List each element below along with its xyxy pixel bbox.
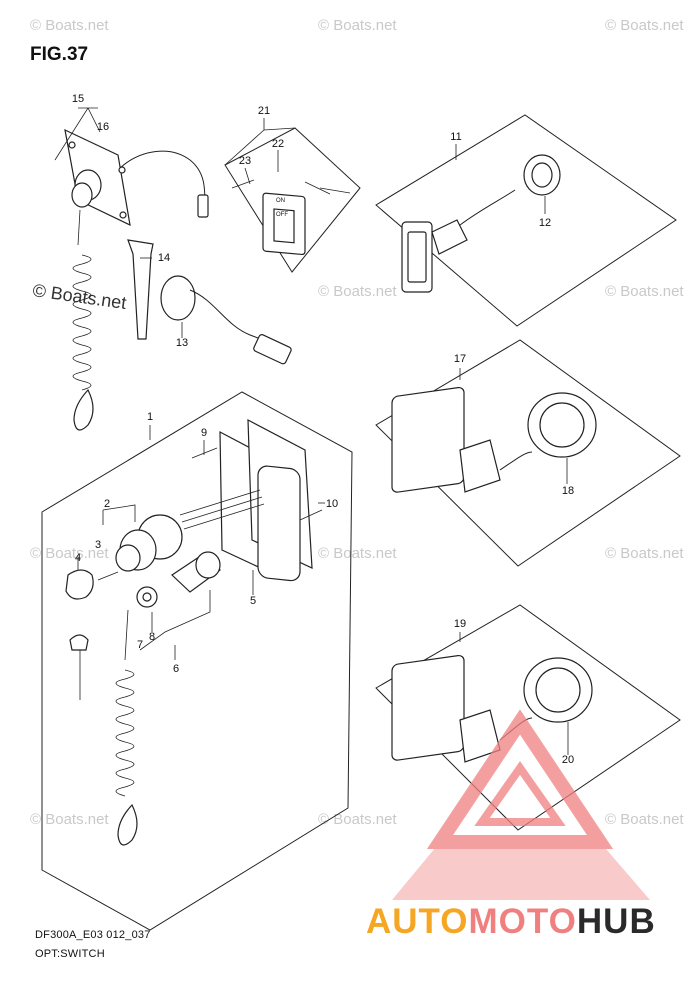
callout-23: 23 bbox=[239, 155, 251, 167]
callout-11: 11 bbox=[450, 131, 461, 143]
svg-text:ON: ON bbox=[276, 198, 285, 204]
leader-lines bbox=[54, 107, 569, 755]
callout-2: 2 bbox=[104, 498, 110, 510]
brand-logo-mark bbox=[392, 709, 650, 900]
callout-8: 8 bbox=[149, 631, 155, 643]
watermark: © Boats.net bbox=[318, 283, 397, 300]
svg-text:OFF: OFF bbox=[276, 212, 288, 218]
panel-box-11 bbox=[375, 114, 677, 327]
callout-22: 22 bbox=[272, 138, 284, 150]
callout-21: 21 bbox=[258, 105, 270, 117]
watermark: © Boats.net bbox=[30, 811, 109, 828]
watermark: © Boats.net bbox=[30, 545, 109, 562]
callout-12: 12 bbox=[539, 217, 551, 229]
watermark: © Boats.net bbox=[318, 811, 397, 828]
kill-switch-assembly bbox=[64, 128, 292, 431]
callout-17: 17 bbox=[454, 353, 466, 365]
callout-1: 1 bbox=[147, 411, 153, 423]
watermark: © Boats.net bbox=[605, 545, 684, 562]
panel-box-17 bbox=[375, 339, 681, 567]
callout-15: 15 bbox=[72, 93, 84, 105]
watermark: © Boats.net bbox=[318, 17, 397, 34]
watermark: © Boats.net bbox=[30, 17, 109, 34]
callout-10: 10 bbox=[326, 498, 338, 510]
brand-wordmark: AUTOMOTOHUB bbox=[366, 902, 656, 941]
footer-section-name: OPT:SWITCH bbox=[35, 948, 105, 960]
callout-13: 13 bbox=[176, 337, 188, 349]
key-switch-box-1 bbox=[41, 391, 353, 931]
callout-6: 6 bbox=[173, 663, 179, 675]
watermark: © Boats.net bbox=[318, 545, 397, 562]
watermark: © Boats.net bbox=[605, 283, 684, 300]
callout-19: 19 bbox=[454, 618, 466, 630]
footer-model-code: DF300A_E03 012_037 bbox=[35, 929, 151, 941]
callout-18: 18 bbox=[562, 485, 574, 497]
callouts: 1 2 3 4 5 6 7 8 9 10 11 12 13 14 15 16 1… bbox=[72, 93, 574, 766]
callout-9: 9 bbox=[201, 427, 207, 439]
callout-4: 4 bbox=[75, 552, 81, 564]
callout-3: 3 bbox=[95, 539, 101, 551]
watermark: © Boats.net bbox=[605, 811, 684, 828]
callout-7: 7 bbox=[137, 639, 143, 651]
callout-20: 20 bbox=[562, 754, 574, 766]
callout-5: 5 bbox=[250, 595, 256, 607]
callout-16: 16 bbox=[97, 121, 109, 133]
callout-14: 14 bbox=[158, 252, 170, 264]
panel-box-19 bbox=[375, 604, 681, 831]
figure-title: FIG.37 bbox=[30, 44, 89, 65]
watermark: © Boats.net bbox=[605, 17, 684, 34]
switch-box-21: ON OFF bbox=[224, 127, 361, 273]
